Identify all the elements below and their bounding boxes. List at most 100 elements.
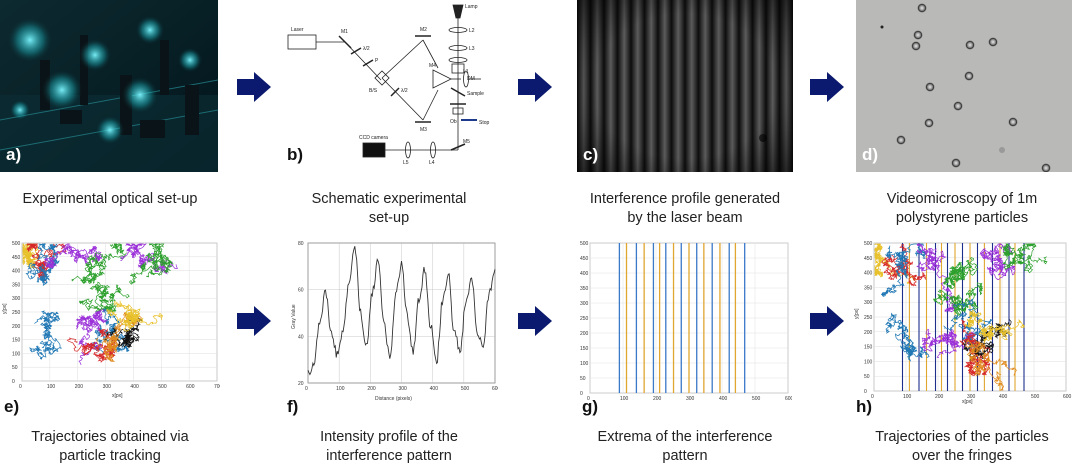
x-tick-label: 400 <box>430 386 439 392</box>
trajectory-path <box>145 254 174 278</box>
y-tick-label: 20 <box>298 381 304 387</box>
label-half2: λ/2 <box>401 88 408 94</box>
x-tick-label: 100 <box>47 384 56 390</box>
caption-c: Interference profile generated by the la… <box>589 191 781 226</box>
y-axis-label: y[px] <box>2 303 8 314</box>
x-tick-label: 400 <box>719 396 728 402</box>
y-tick-label: 250 <box>864 315 873 321</box>
panel-a-photo: a) <box>0 0 219 172</box>
y-tick-label: 60 <box>298 288 304 294</box>
x-tick-label: 600 <box>1063 394 1072 400</box>
trajectory-path <box>129 252 161 285</box>
y-tick-label: 0 <box>12 379 15 385</box>
label-pl: P <box>375 58 379 64</box>
arrow-right-icon <box>810 72 844 102</box>
trajectory-path <box>75 314 100 330</box>
trajectory-path <box>37 242 60 265</box>
x-tick-label: 600 <box>785 396 792 402</box>
x-tick-label: 0 <box>305 386 308 392</box>
trajectory-path <box>916 243 937 266</box>
label-l2: L2 <box>469 28 475 34</box>
trajectory-path <box>80 245 103 265</box>
panel-label: a) <box>6 145 22 164</box>
x-tick-label: 100 <box>903 394 912 400</box>
y-tick-label: 500 <box>580 241 589 247</box>
y-tick-label: 300 <box>12 296 21 302</box>
y-tick-label: 150 <box>12 338 21 344</box>
label-l4: L4 <box>429 160 435 166</box>
caption-e: Trajectories obtained via particle track… <box>31 429 189 464</box>
trajectory-path <box>880 251 908 297</box>
x-tick-label: 500 <box>158 384 167 390</box>
label-m4: M4 <box>429 63 436 69</box>
x-tick-label: 200 <box>75 384 84 390</box>
trajectory-path <box>895 331 918 362</box>
x-tick-label: 200 <box>367 386 376 392</box>
y-tick-label: 0 <box>864 389 867 395</box>
x-tick-label: 500 <box>1031 394 1040 400</box>
x-tick-label: 100 <box>620 396 629 402</box>
caption-b: Schematic experimental set-up <box>311 191 467 226</box>
y-tick-label: 150 <box>864 345 873 351</box>
trajectory-path <box>120 329 133 348</box>
y-tick-label: 80 <box>298 241 304 247</box>
x-tick-label: 0 <box>587 396 590 402</box>
trajectory-path <box>125 243 156 269</box>
x-tick-label: 0 <box>871 394 874 400</box>
panel-f-intensity: 010020030040050060020406080 Gray Value D… <box>283 237 501 416</box>
trajectory-path <box>106 308 137 333</box>
label-m5: M5 <box>463 139 470 145</box>
label-m1: M1 <box>341 29 348 35</box>
panel-c-fringes: c) <box>577 0 793 172</box>
x-tick-label: 500 <box>752 396 761 402</box>
label-sample: Sample <box>467 91 484 97</box>
y-tick-label: 350 <box>12 282 21 288</box>
panel-label: b) <box>287 145 304 164</box>
label-ccd: CCD camera <box>359 135 388 141</box>
y-tick-label: 100 <box>864 359 873 365</box>
y-tick-label: 450 <box>580 256 589 262</box>
label-l1: L1 <box>463 69 469 75</box>
caption-h: Trajectories of the particles over the f… <box>875 429 1049 464</box>
trajectory-path <box>126 308 164 326</box>
x-tick-label: 300 <box>399 386 408 392</box>
y-tick-label: 40 <box>298 334 304 340</box>
panel-label: c) <box>583 145 599 164</box>
y-tick-label: 500 <box>864 241 873 247</box>
y-tick-label: 50 <box>12 365 18 371</box>
trajectory-path <box>973 340 1017 376</box>
label-ob: Ob <box>450 119 457 125</box>
y-tick-label: 300 <box>864 300 873 306</box>
caption-d: Videomicroscopy of 1m polystyrene partic… <box>886 191 1038 226</box>
trajectory-path <box>71 268 105 285</box>
trajectory-path <box>978 323 995 342</box>
trajectory-path <box>884 245 909 280</box>
panel-label: e) <box>4 397 20 416</box>
y-tick-label: 100 <box>580 361 589 367</box>
y-tick-label: 400 <box>580 271 589 277</box>
x-tick-label: 300 <box>103 384 112 390</box>
y-tick-label: 0 <box>580 391 583 397</box>
trajectory-path <box>921 328 953 352</box>
panel-label: f) <box>287 397 299 416</box>
trajectory-path <box>34 310 61 328</box>
x-axis-label: x[px] <box>112 393 123 399</box>
x-tick-label: 700 <box>214 384 220 390</box>
intensity-line <box>307 246 496 376</box>
trajectory-path <box>963 309 989 333</box>
label-l5: L5 <box>403 160 409 166</box>
trajectory-path <box>943 268 965 289</box>
arrow-right-icon <box>237 72 271 102</box>
trajectory-path <box>900 334 930 359</box>
y-tick-label: 500 <box>12 241 21 247</box>
arrow-right-icon <box>518 306 552 336</box>
x-axis-label: Distance (pixels) <box>375 396 412 402</box>
y-axis-label: Gray Value <box>291 304 297 329</box>
trajectory-path <box>943 331 975 350</box>
label-l3: L3 <box>469 46 475 52</box>
x-tick-label: 200 <box>653 396 662 402</box>
y-tick-label: 450 <box>12 255 21 261</box>
